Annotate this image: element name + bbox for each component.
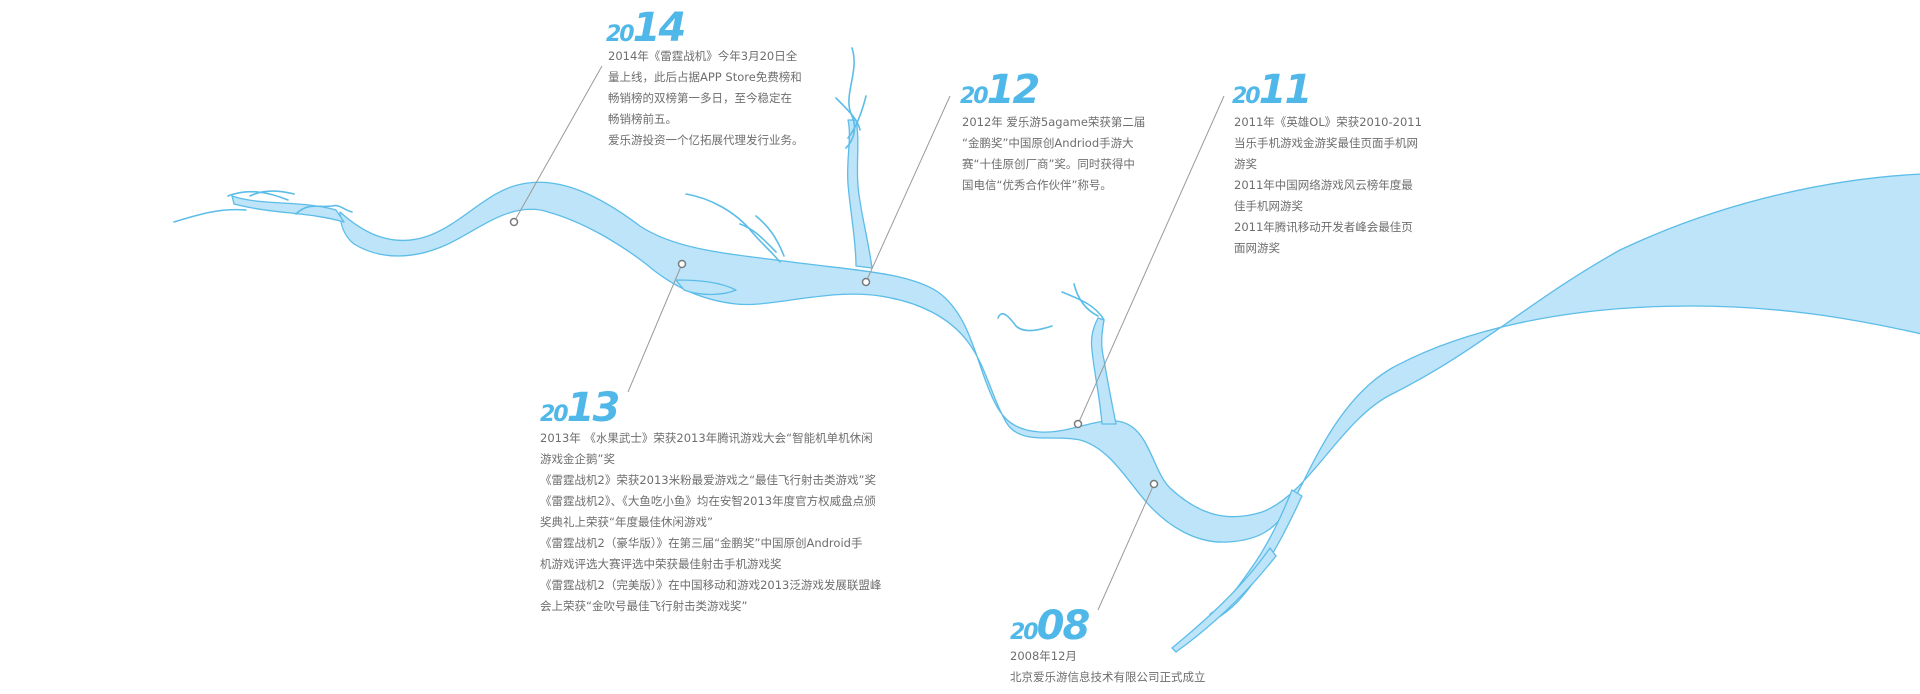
river-tributary-2011 <box>1090 317 1117 425</box>
creek-left-3 <box>249 190 295 197</box>
creek-2012-c <box>847 95 867 139</box>
milestone-text-2014: 2014年《雷霆战机》今年3月20日全 量上线，此后占据APP Store免费榜… <box>608 49 804 147</box>
milestone-text-2011: 2011年《英雄OL》荣获2010-2011 当乐手机游戏金游奖最佳页面手机网 … <box>1234 115 1422 255</box>
creek-left-1 <box>173 208 247 223</box>
creek-2011-b <box>997 313 1053 332</box>
creek-left-2 <box>227 190 289 201</box>
marker-2014 <box>509 217 519 227</box>
river-branch-2013 <box>675 279 737 296</box>
creek-2011-a <box>1061 291 1105 321</box>
creek-2013-b <box>739 223 777 253</box>
marker-2008 <box>1149 479 1159 489</box>
year-label-2011: 2011 <box>1232 67 1312 113</box>
year-label-2013: 2013 <box>540 385 620 431</box>
river-tributary-2008 <box>1209 489 1303 621</box>
leader-2014 <box>513 65 603 223</box>
milestone-text-2012: 2012年 爱乐游5agame荣获第二届 “金鹏奖”中国原创Andriod手游大… <box>962 115 1146 192</box>
year-label-2014: 2014 <box>606 5 686 51</box>
marker-2013 <box>677 259 687 269</box>
marker-2012 <box>861 277 871 287</box>
milestone-text-2008: 2008年12月 北京爱乐游信息技术有限公司正式成立 <box>1010 649 1206 684</box>
creek-left-4 <box>295 204 353 215</box>
milestone-text-2013: 2013年 《水果武士》荣获2013年腾讯游戏大会“智能机单机休闲 游戏金企鹅”… <box>540 431 882 613</box>
river-tributary-2008b <box>1171 547 1277 653</box>
creek-2012-b <box>835 97 861 131</box>
river-main <box>339 173 1920 543</box>
leader-2012 <box>865 95 951 283</box>
leader-2011 <box>1077 95 1225 425</box>
river-tributary-left <box>231 195 345 223</box>
leader-2008 <box>1097 483 1155 611</box>
marker-2011 <box>1073 419 1083 429</box>
year-label-2012: 2012 <box>960 67 1040 113</box>
creek-2013-c <box>755 215 785 257</box>
year-label-2008: 2008 <box>1010 603 1090 649</box>
creek-2011-c <box>1073 283 1099 317</box>
leader-2013 <box>627 263 683 393</box>
creek-2013-a <box>685 193 781 263</box>
